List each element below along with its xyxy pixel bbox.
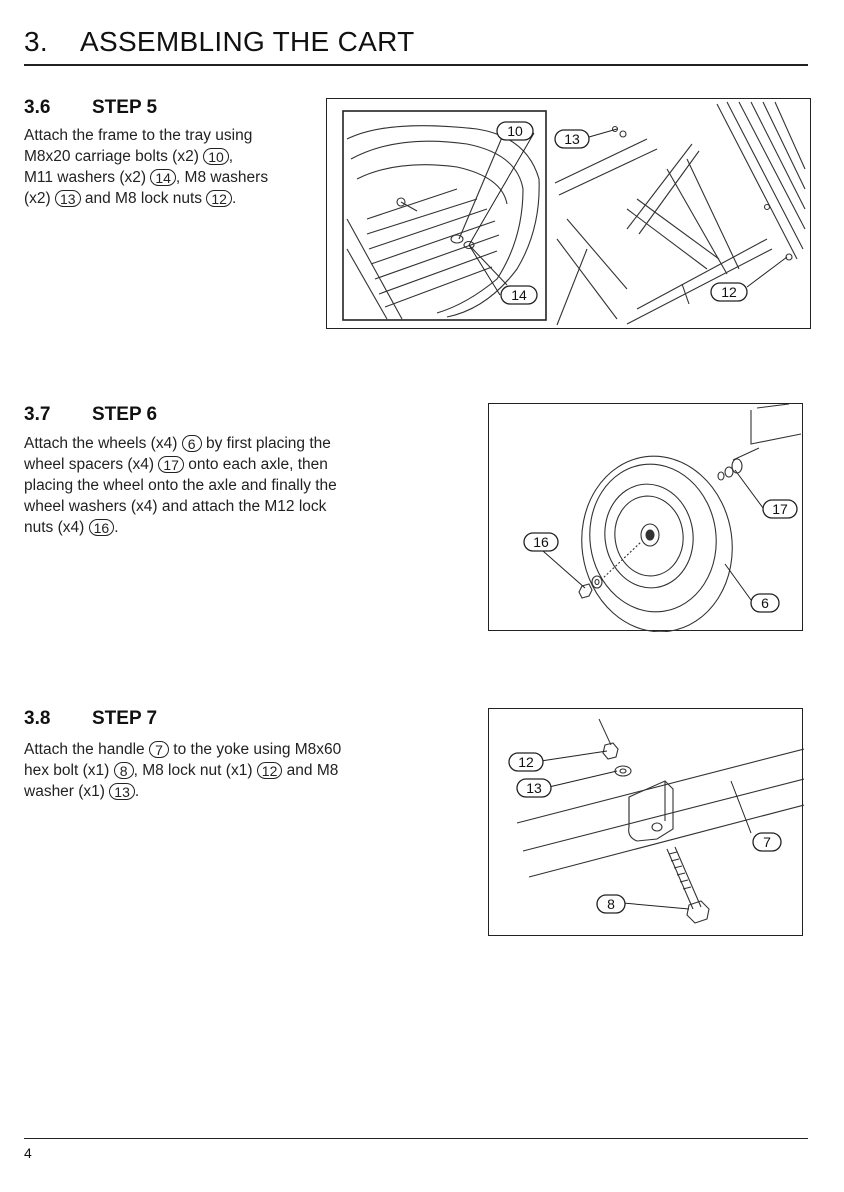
instruction-text: . [231,190,237,207]
handle-yoke-illustration: 12 13 7 8 [508,718,804,924]
instruction-text: to the yoke using M8x60 [168,741,342,758]
instruction-line: M11 washers (x2) 14, M8 washers [24,167,268,188]
callout-label: 7 [763,834,771,850]
part-callout: 13 [109,783,135,800]
part-callout: 7 [148,741,169,758]
instruction-text: Attach the frame to the tray using [24,127,253,144]
part-callout: 6 [181,435,202,452]
section-number: 3.8 [24,708,51,729]
instruction-text: . [134,783,140,800]
step6-figure: 17 16 6 [488,403,803,632]
callout-label: 12 [518,754,534,770]
step7-figure: 12 13 7 8 [488,708,804,936]
chapter-title: ASSEMBLING THE CART [80,26,415,57]
instruction-text: placing the wheel onto the axle and fina… [24,477,337,494]
part-callout: 16 [88,519,115,536]
callout-label: 16 [533,534,549,550]
instruction-line: wheel washers (x4) and attach the M12 lo… [24,496,337,517]
frame-tray-illustration: 10 13 14 12 [342,101,806,326]
part-callout: 17 [158,456,184,473]
instruction-line: Attach the frame to the tray using [24,125,268,146]
instruction-text: . [114,519,119,536]
instruction-text: by first placing the [201,435,331,452]
callout-label: 17 [772,501,788,517]
instruction-text: onto each axle, then [183,456,328,473]
instruction-text: M8x20 carriage bolts (x2) [24,148,204,165]
instruction-text: M11 washers (x2) [24,169,151,186]
figure-callouts: 12 13 7 8 [508,750,782,914]
page-title: 3. ASSEMBLING THE CART [24,26,415,58]
part-callout: 12 [206,190,232,207]
callout-label: 14 [511,287,527,303]
instruction-text: , M8 washers [175,169,269,186]
part-callout: 13 [55,190,81,207]
instruction-text: Attach the handle [24,741,149,758]
instruction-line: Attach the handle 7 to the yoke using M8… [24,739,341,760]
part-callout: 10 [203,148,229,165]
instruction-text: wheel washers (x4) and attach the M12 lo… [24,498,327,515]
instruction-text: and M8 lock nuts [80,190,207,207]
instruction-line: wheel spacers (x4) 17 onto each axle, th… [24,454,337,475]
footer-divider [24,1138,808,1139]
step-instructions: Attach the wheels (x4) 6 by first placin… [24,433,337,538]
callout-label: 12 [721,284,737,300]
instruction-text: washer (x1) [24,783,110,800]
callout-label: 13 [526,780,542,796]
instruction-line: (x2) 13 and M8 lock nuts 12. [24,188,268,209]
section-number: 3.7 [24,404,51,425]
part-callout: 12 [256,762,283,779]
step-title: STEP 5 [92,97,158,118]
part-callout: 8 [113,762,134,779]
step-heading: 3.6 STEP 5 [24,97,157,119]
page-number: 4 [24,1145,32,1161]
wheel-illustration: 17 16 6 [523,404,802,632]
instruction-text: Attach the wheels (x4) [24,435,182,452]
figure-callouts: 10 13 14 12 [468,121,788,305]
step-heading: 3.8 STEP 7 [24,708,157,730]
callout-label: 13 [564,131,580,147]
instruction-text: and M8 [282,762,339,779]
instruction-line: nuts (x4) 16. [24,517,337,538]
instruction-text: nuts (x4) [24,519,89,536]
instruction-text: wheel spacers (x4) [24,456,159,473]
instruction-text: , M8 lock nut (x1) [133,762,257,779]
section-number: 3.6 [24,97,51,118]
figure-callouts: 17 16 6 [523,469,798,613]
callout-label: 6 [761,595,769,611]
chapter-number: 3. [24,26,48,57]
instruction-line: placing the wheel onto the axle and fina… [24,475,337,496]
instruction-text: , [228,148,234,165]
step-heading: 3.7 STEP 6 [24,404,157,426]
instruction-line: washer (x1) 13. [24,781,341,802]
instruction-text: (x2) [24,190,55,207]
step5-figure: 10 13 14 12 [326,98,811,329]
instruction-line: Attach the wheels (x4) 6 by first placin… [24,433,337,454]
title-divider [24,64,808,66]
part-callout: 14 [150,169,176,186]
callout-label: 10 [507,123,523,139]
instruction-text: hex bolt (x1) [24,762,114,779]
instruction-line: hex bolt (x1) 8, M8 lock nut (x1) 12 and… [24,760,341,781]
step-title: STEP 7 [92,708,158,729]
step-title: STEP 6 [92,404,158,425]
instruction-line: M8x20 carriage bolts (x2) 10, [24,146,268,167]
step-instructions: Attach the handle 7 to the yoke using M8… [24,739,341,802]
callout-label: 8 [607,896,615,912]
